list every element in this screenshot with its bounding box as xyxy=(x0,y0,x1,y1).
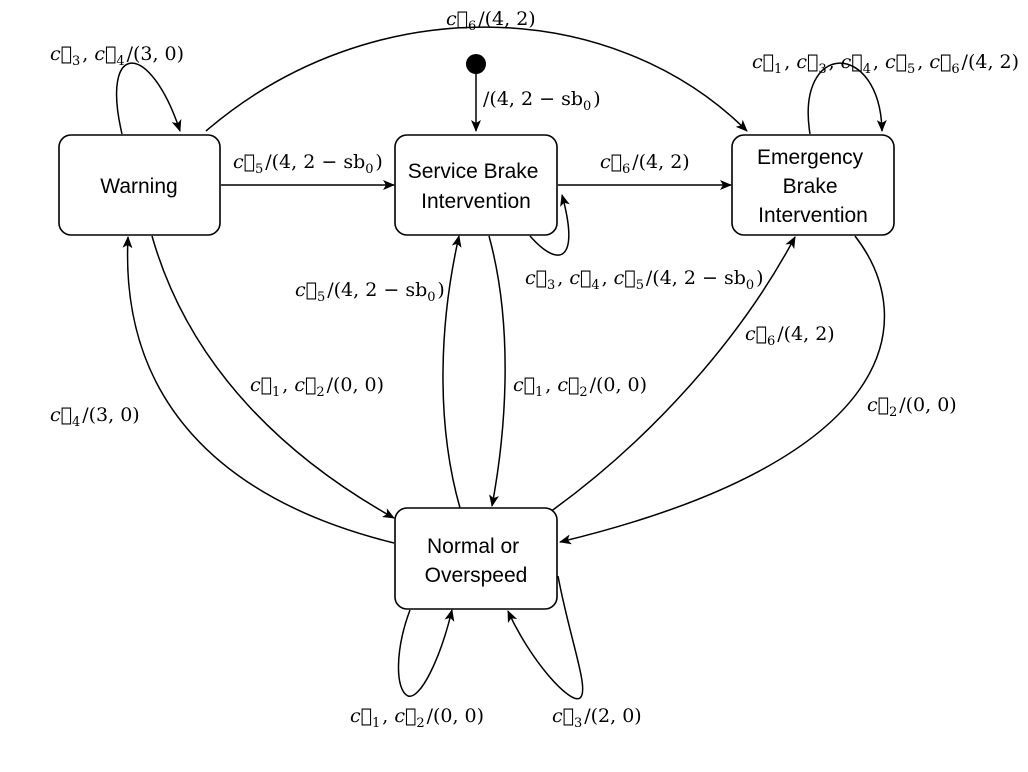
label-service-to-emergency: c⃗6 /(4, 2) xyxy=(600,151,690,177)
label-warning-to-normal: c⃗1 , c⃗2 /(0, 0) xyxy=(250,374,384,400)
state-warning-label: Warning xyxy=(100,175,177,198)
emergency-to-normal-arrow xyxy=(559,235,886,545)
state-normal-or-overspeed: Normal or Overspeed xyxy=(394,507,558,610)
svg-text:Normal or Overspeed: Normal or Overspeed xyxy=(425,535,528,587)
emergency-self-loop-arrow xyxy=(807,62,887,135)
label-initial: /(4, 2 − sb0 ) xyxy=(483,88,601,114)
label-service-to-normal: c⃗1 , c⃗2 /(0, 0) xyxy=(513,374,647,400)
state-emergency-label-line-2: Brake xyxy=(783,175,838,198)
normal-to-service-arrow xyxy=(442,235,462,509)
state-normal-label-line-1: Normal or xyxy=(427,535,519,558)
label-emergency-self: c⃗1 , c⃗3 , c⃗4 , c⃗5 , c⃗6 /(4, 2) xyxy=(752,51,1019,77)
service-self-loop-arrow xyxy=(529,194,570,256)
state-normal-label-line-2: Overspeed xyxy=(425,564,528,587)
label-normal-self-left: c⃗1 , c⃗2 /(0, 0) xyxy=(350,705,484,731)
label-warning-to-service: c⃗5 /(4, 2 − sb0 ) xyxy=(233,151,383,177)
warning-to-normal-arrow xyxy=(151,235,395,519)
label-warning-to-emergency: c⃗6 /(4, 2) xyxy=(446,8,536,34)
service-to-normal-arrow xyxy=(488,235,506,507)
label-normal-to-warning: c⃗4 /(3, 0) xyxy=(50,404,140,430)
svg-text:Service Brake Interventi: Service Brake Intervention xyxy=(408,160,545,213)
svg-text:Warning: Warning xyxy=(100,175,177,198)
normal-self-loop-right-arrow xyxy=(507,575,584,700)
state-service-label-line-2: Intervention xyxy=(421,190,531,213)
label-normal-to-service: c⃗5 /(4, 2 − sb0 ) xyxy=(295,279,445,305)
label-normal-self-right: c⃗3 /(2, 0) xyxy=(552,705,642,731)
state-warning: Warning xyxy=(58,134,221,236)
normal-self-loop-left-arrow xyxy=(397,609,455,697)
state-emergency-brake-intervention: Emergency Brake Intervention xyxy=(731,134,895,236)
state-service-label-line-1: Service Brake xyxy=(408,160,539,183)
label-service-self: c⃗3 , c⃗4 , c⃗5 /(4, 2 − sb0 ) xyxy=(525,267,764,293)
warning-to-emergency-arrow xyxy=(205,26,748,132)
label-warning-self: c⃗3 , c⃗4 /(3, 0) xyxy=(50,43,184,69)
svg-text:Emergency Brake In: Emergency Brake Intervention xyxy=(757,146,869,227)
normal-to-emergency-arrow xyxy=(549,236,796,513)
initial-state-dot xyxy=(466,54,486,74)
label-normal-to-emergency: c⃗6 /(4, 2) xyxy=(745,323,835,349)
normal-to-warning-arrow xyxy=(122,236,395,544)
state-emergency-label-line-3: Intervention xyxy=(758,204,868,227)
state-service-brake-intervention: Service Brake Intervention xyxy=(394,134,558,236)
state-emergency-label-line-1: Emergency xyxy=(757,146,864,169)
warning-self-loop-arrow xyxy=(115,62,182,135)
label-emergency-to-normal: c⃗2 /(0, 0) xyxy=(867,394,957,420)
